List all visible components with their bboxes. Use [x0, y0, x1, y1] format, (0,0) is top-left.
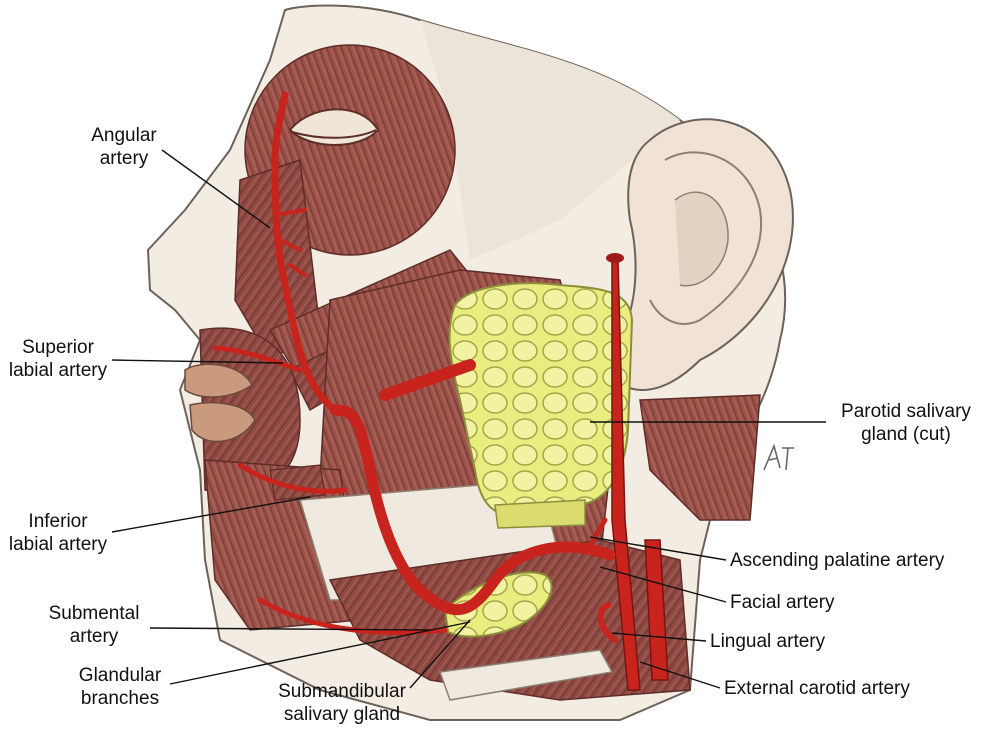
parotid-gland	[448, 282, 634, 517]
artist-signature	[763, 443, 794, 471]
lingual-artery	[597, 602, 618, 643]
label-facial-artery: Facial artery	[730, 592, 835, 613]
label-ascending-palatine-artery: Ascending palatine artery	[730, 550, 945, 571]
lower-lip	[189, 401, 256, 443]
label-external-carotid-artery: External carotid artery	[724, 678, 910, 699]
leader-lines	[111, 149, 826, 689]
posterior-neck-muscle	[639, 394, 761, 521]
hyoid-bone	[438, 649, 614, 701]
facial-artery	[329, 404, 616, 616]
upper-lip	[184, 363, 253, 398]
label-lingual-artery: Lingual artery	[710, 631, 826, 652]
